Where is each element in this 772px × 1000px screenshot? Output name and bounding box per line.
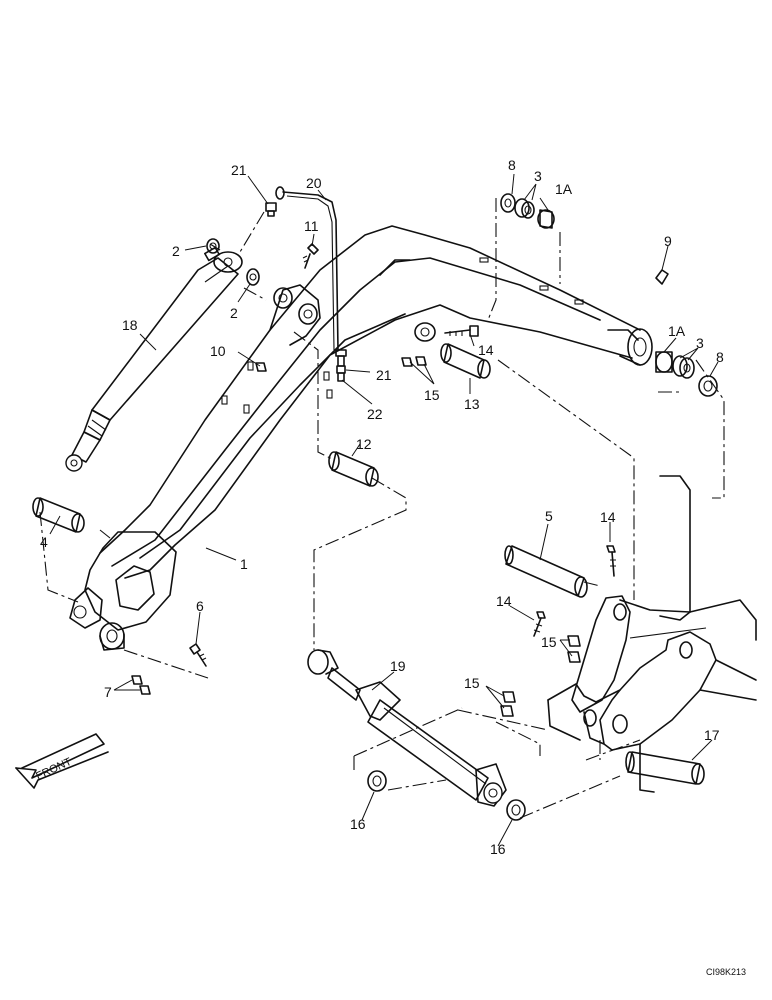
- callout-16: 16: [490, 841, 506, 857]
- grease-fitting-9: [655, 269, 669, 285]
- callout-7: 7: [104, 684, 112, 700]
- pin-12: [328, 451, 379, 487]
- bolt-14-upper: [444, 325, 479, 337]
- callout-12: 12: [356, 436, 372, 452]
- callout-13: 13: [464, 396, 480, 412]
- arm-cylinder-bracket: [269, 284, 321, 346]
- callout-1A: 1A: [668, 323, 686, 339]
- nuts-7: [131, 675, 151, 695]
- bolt-14-right: [606, 545, 616, 577]
- shim-2-lower: [246, 268, 260, 286]
- callout-18: 18: [122, 317, 138, 333]
- nuts-15-mid: [567, 635, 581, 663]
- bolt-14-mid: [533, 611, 546, 637]
- callout-15: 15: [541, 634, 557, 650]
- callout-2: 2: [172, 243, 180, 259]
- callout-8: 8: [508, 157, 516, 173]
- callout-17: 17: [704, 727, 720, 743]
- bolt-11: [302, 243, 319, 269]
- nuts-10: [255, 362, 267, 372]
- callout-2: 2: [230, 305, 238, 321]
- nuts-15-upper: [401, 356, 427, 367]
- callout-14: 14: [478, 342, 494, 358]
- callout-15: 15: [464, 675, 480, 691]
- callout-14: 14: [496, 593, 512, 609]
- boom-cylinder: [307, 649, 507, 807]
- leader-lines: [49, 173, 719, 847]
- pin-4: [32, 497, 85, 533]
- callout-1A: 1A: [555, 181, 573, 197]
- hose-fitting: [265, 202, 347, 382]
- callout-9: 9: [664, 233, 672, 249]
- callout-3: 3: [534, 168, 542, 184]
- pin-5: [504, 545, 588, 598]
- callout-3: 3: [696, 335, 704, 351]
- callout-1: 1: [240, 556, 248, 572]
- callout-21: 21: [231, 162, 247, 178]
- bushing-1A-lower: [655, 351, 673, 373]
- shim-8-upper: [500, 193, 516, 213]
- pin-17: [625, 751, 705, 785]
- callout-8: 8: [716, 349, 724, 365]
- shim-16-left: [367, 770, 387, 792]
- boom: [69, 225, 653, 631]
- shim-2-top: [206, 238, 220, 254]
- bushing-1A-upper: [537, 209, 555, 229]
- callout-11: 11: [304, 218, 319, 234]
- callout-6: 6: [196, 598, 204, 614]
- shim-16-right: [506, 799, 526, 821]
- pin-13: [440, 343, 491, 379]
- bolt-6: [189, 643, 207, 667]
- callout-5: 5: [545, 508, 553, 524]
- callout-4: 4: [40, 534, 48, 550]
- callout-10: 10: [210, 343, 226, 359]
- callout-15: 15: [424, 387, 440, 403]
- revolving-frame: [547, 475, 757, 793]
- callout-21: 21: [376, 367, 392, 383]
- front-arrow: FRONT: [15, 733, 109, 789]
- bushing-3-lower: [672, 355, 695, 379]
- callout-22: 22: [367, 406, 383, 422]
- callout-20: 20: [306, 175, 322, 191]
- assembly-centerlines: [39, 198, 725, 819]
- boom-foot-pin: [99, 622, 125, 651]
- callout-labels: 21 20 11 2 2 18 10 21 22 14 15 13 12 8 3…: [40, 157, 724, 857]
- shim-8-lower: [698, 375, 718, 397]
- nuts-15-lower: [500, 691, 516, 717]
- callout-19: 19: [390, 658, 406, 674]
- arm-cylinder: [65, 246, 243, 472]
- hydraulic-pipe: [275, 186, 339, 351]
- bushing-3-upper: [514, 198, 535, 219]
- drawing-code: CI98K213: [706, 967, 746, 977]
- callout-16: 16: [350, 816, 366, 832]
- callout-14: 14: [600, 509, 616, 525]
